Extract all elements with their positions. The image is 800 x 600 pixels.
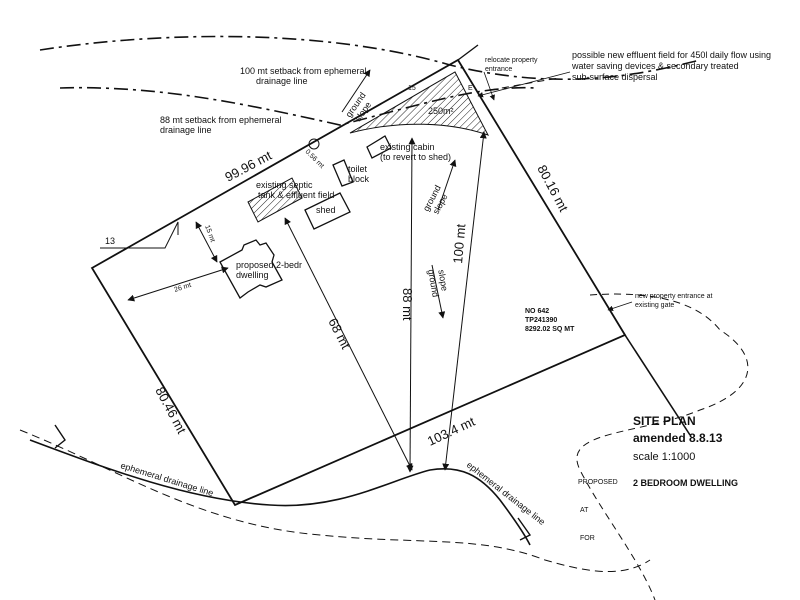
effluent-new-label: possible new effluent field for 450l dai…	[571, 50, 771, 82]
amended-label: amended 8.8.13	[633, 431, 723, 445]
proposed-col-2: AT	[580, 507, 589, 514]
svg-text:80.46 mt: 80.46 mt	[152, 384, 189, 436]
drainage-line	[29, 439, 531, 546]
svg-text:100 mt: 100 mt	[450, 223, 468, 264]
drainage-right-label: ephemeral drainage line	[465, 460, 547, 527]
ground-slope-3: groundslope	[426, 267, 451, 298]
setback-100-curve	[39, 35, 701, 80]
effluent-field-new	[349, 71, 490, 136]
dim-15: 15 mt	[203, 224, 216, 243]
proposed-dwelling	[219, 239, 283, 299]
septic-field	[247, 177, 303, 223]
area-250-label: 250m²	[428, 106, 454, 116]
svg-text:0.56 mt: 0.56 mt	[304, 148, 325, 169]
toilet-block	[332, 159, 354, 187]
svg-text:80.16 mt: 80.16 mt	[534, 162, 571, 214]
mark-15: 15	[408, 85, 416, 92]
leader-entrance	[607, 301, 633, 312]
proposed-col-3: FOR	[580, 535, 595, 542]
description-label: 2 BEDROOM DWELLING	[633, 478, 738, 488]
svg-text:groundslope: groundslope	[343, 90, 375, 124]
scale-label: scale 1:1000	[633, 451, 695, 463]
dim-100: 100 mt	[450, 223, 468, 264]
leader-relocate	[483, 71, 495, 101]
svg-text:groundslope: groundslope	[421, 183, 452, 217]
svg-text:groundslope: groundslope	[426, 267, 451, 298]
svg-text:ephemeral drainage line: ephemeral drainage line	[119, 460, 214, 498]
shed-label: shed	[316, 205, 336, 215]
road-curve-right	[576, 293, 749, 600]
svg-text:68 mt: 68 mt	[325, 316, 353, 352]
north-mark-label: 13	[105, 236, 115, 246]
proposed-col-1: PROPOSED	[578, 479, 618, 486]
drainage-left-label: ephemeral drainage line	[119, 460, 214, 498]
cabin-label: existing cabin(to revert to shed)	[380, 142, 451, 162]
existing-cabin	[366, 135, 392, 159]
road-curve-top	[489, 77, 561, 91]
drainage-left-arrow	[54, 424, 66, 449]
mark-e: E	[468, 85, 473, 92]
entrance-line-2	[457, 44, 479, 61]
svg-text:88 mt: 88 mt	[400, 288, 415, 321]
north-marker	[100, 221, 179, 249]
ground-slope-2: groundslope	[421, 183, 452, 217]
slope-arrow-1	[341, 69, 371, 113]
ground-slope-1: groundslope	[343, 90, 375, 124]
svg-text:ephemeral drainage line: ephemeral drainage line	[465, 460, 547, 527]
slope-arrow-2	[437, 159, 457, 211]
dim-056: 0.56 mt	[304, 148, 325, 169]
dim-15-line	[195, 221, 218, 263]
site-plan-title: SITE PLAN	[633, 414, 696, 428]
leader-effluent	[477, 71, 571, 98]
dim-88-line	[406, 137, 416, 473]
svg-text:15 mt: 15 mt	[203, 224, 216, 243]
drainage-right-arrow	[517, 517, 532, 541]
slope-arrow-3	[431, 264, 446, 319]
dim-88: 88 mt	[400, 288, 415, 321]
entrance-line	[624, 334, 691, 436]
dim-right: 80.16 mt	[534, 162, 571, 214]
svg-text:26 mt: 26 mt	[173, 282, 192, 294]
dim-left: 80.46 mt	[152, 384, 189, 436]
dim-68-line	[284, 217, 413, 471]
dim-68: 68 mt	[325, 316, 353, 352]
dim-26: 26 mt	[173, 282, 192, 294]
dim-100-line	[442, 131, 487, 471]
dim-26-line	[127, 266, 229, 302]
well-circle	[308, 138, 320, 150]
